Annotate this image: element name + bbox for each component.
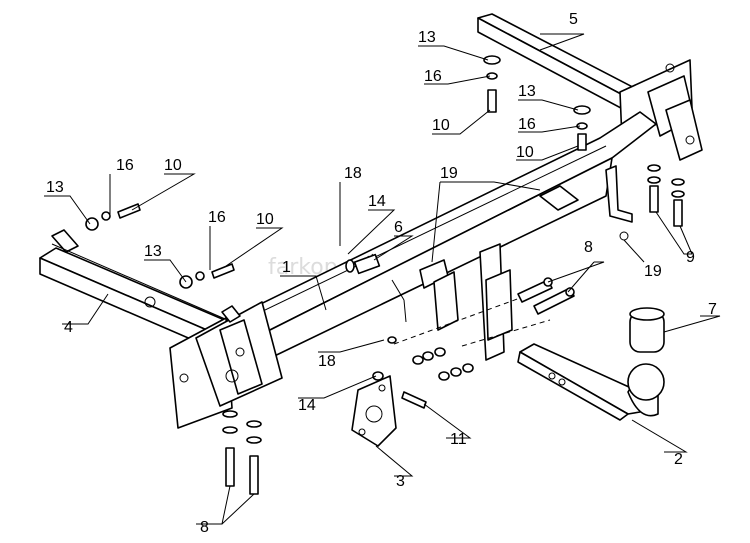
- callout-18: 18: [318, 353, 336, 370]
- callout-13: 13: [518, 83, 536, 100]
- lower-left-bolts: [222, 410, 262, 495]
- callout-9: 9: [686, 249, 695, 266]
- callout-10: 10: [164, 157, 182, 174]
- spring: [345, 253, 381, 275]
- callout-4: 4: [64, 319, 73, 336]
- left-mounting-plate: [169, 301, 283, 429]
- callout-14: 14: [298, 397, 316, 414]
- callout-16: 16: [424, 68, 442, 85]
- tow-ball-arm: [517, 343, 665, 421]
- callout-5: 5: [569, 11, 578, 28]
- callout-19: 19: [440, 165, 458, 182]
- callout-13: 13: [46, 179, 64, 196]
- callout-16: 16: [518, 116, 536, 133]
- socket-bolts: [372, 371, 427, 409]
- callout-10: 10: [256, 211, 274, 228]
- socket-plate: [351, 375, 397, 447]
- callout-10: 10: [432, 117, 450, 134]
- right-lower-bracket: [605, 165, 633, 241]
- hitch-mount-plate: [393, 243, 551, 361]
- callout-8: 8: [584, 239, 593, 256]
- callout-3: 3: [396, 473, 405, 490]
- callout-13: 13: [144, 243, 162, 260]
- upper-right-fasteners: [483, 55, 591, 151]
- callout-2: 2: [674, 451, 683, 468]
- leader-lines: [44, 33, 721, 525]
- left-side-bracket: [39, 229, 249, 357]
- callout-16: 16: [208, 209, 226, 226]
- callout-18: 18: [344, 165, 362, 182]
- callout-8: 8: [200, 519, 209, 536]
- callout-10: 10: [516, 144, 534, 161]
- callout-11: 11: [450, 431, 467, 448]
- center-washers: [387, 336, 474, 381]
- callout-1: 1: [282, 259, 291, 276]
- callout-7: 7: [708, 301, 717, 318]
- center-bolts: [517, 277, 575, 315]
- callout-13: 13: [418, 29, 436, 46]
- callout-19: 19: [644, 263, 662, 280]
- ball-cap: [629, 307, 665, 353]
- right-side-bracket: [477, 13, 703, 161]
- callout-6: 6: [394, 219, 403, 236]
- callout-labels: 5 13 16 10 13 16 10 16 10 13 18 19 14 6 …: [46, 11, 717, 536]
- callout-16: 16: [116, 157, 134, 174]
- right-bolts: [647, 164, 685, 227]
- callout-14: 14: [368, 193, 386, 210]
